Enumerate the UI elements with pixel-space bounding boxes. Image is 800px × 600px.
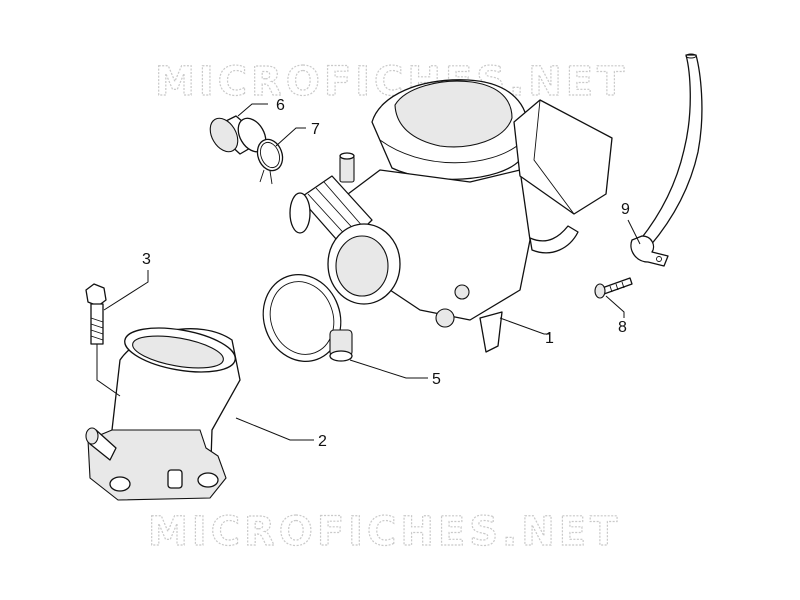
callout-9: 9 bbox=[621, 201, 630, 218]
hose-part bbox=[639, 53, 703, 247]
leader-3 bbox=[103, 270, 149, 311]
leader-bolt-drop bbox=[96, 344, 121, 397]
leader-6 bbox=[237, 103, 268, 117]
callout-1: 1 bbox=[545, 330, 554, 347]
callout-6: 6 bbox=[276, 97, 285, 114]
screw-part-8 bbox=[594, 277, 633, 299]
clip-part-7 bbox=[256, 138, 284, 185]
leader-1 bbox=[499, 317, 550, 335]
leader-8 bbox=[605, 295, 625, 318]
leader-5 bbox=[349, 359, 428, 379]
intake-manifold-part-2 bbox=[85, 327, 241, 501]
callout-2: 2 bbox=[318, 433, 327, 450]
leader-lines bbox=[96, 103, 641, 441]
callout-3: 3 bbox=[142, 251, 151, 268]
hose-band-part-5 bbox=[262, 274, 353, 362]
hose-clamp-part bbox=[630, 235, 669, 267]
callout-8: 8 bbox=[618, 319, 627, 336]
watermark-top: MICROFICHES.NET bbox=[155, 59, 628, 105]
watermark-bottom: MICROFICHES.NET bbox=[148, 509, 621, 555]
carburetor-part-1 bbox=[289, 79, 613, 353]
leader-7 bbox=[275, 127, 306, 147]
callout-5: 5 bbox=[432, 371, 441, 388]
leader-2 bbox=[235, 417, 314, 441]
callout-7: 7 bbox=[311, 121, 320, 138]
bolt-part-3 bbox=[85, 283, 107, 345]
leader-9 bbox=[627, 219, 641, 245]
